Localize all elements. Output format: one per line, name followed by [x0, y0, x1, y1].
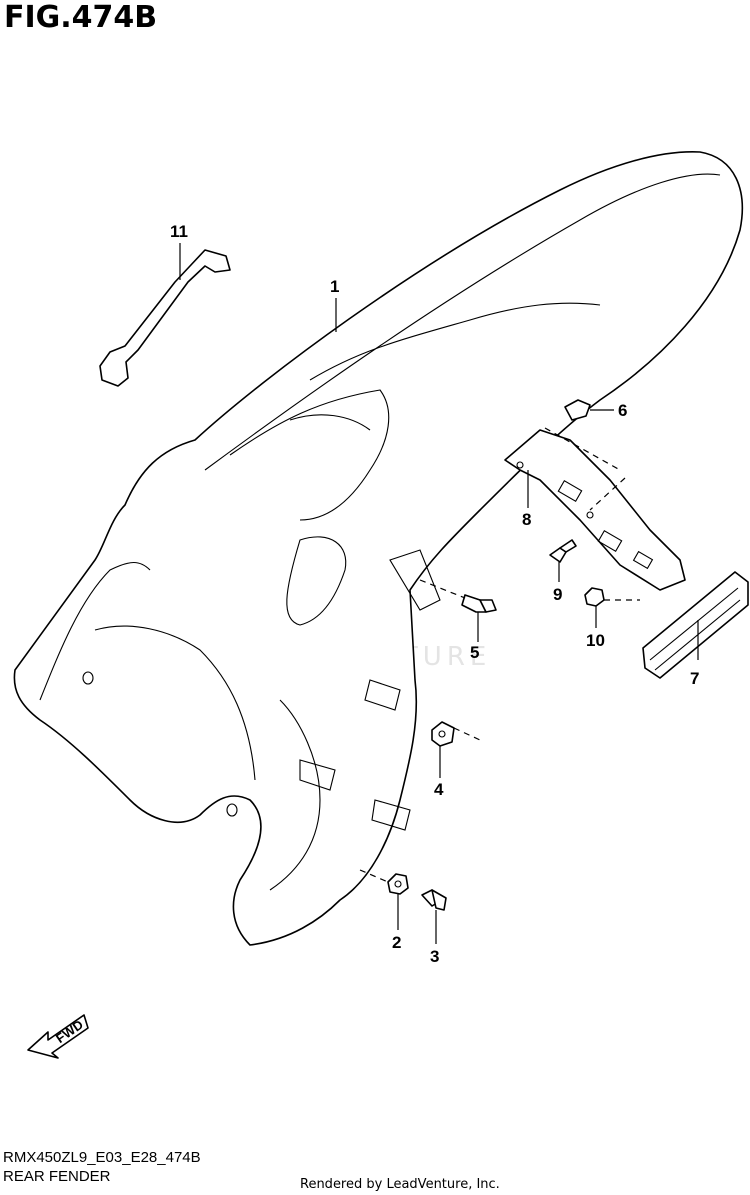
callout-5: 5	[470, 643, 479, 662]
callout-1: 1	[330, 277, 339, 296]
callout-11: 11	[170, 222, 188, 241]
clip-nut-part[interactable]	[564, 399, 591, 421]
callout-3: 3	[430, 947, 439, 966]
bolt-9-part[interactable]	[549, 539, 577, 563]
callout-6: 6	[618, 401, 627, 420]
fwd-arrow-icon: FWD	[27, 1014, 89, 1059]
render-credit: Rendered by LeadVenture, Inc.	[300, 1177, 500, 1192]
reflector-bracket-part[interactable]	[504, 429, 686, 591]
callout-7: 7	[690, 669, 699, 688]
rear-fender-part[interactable]	[13, 151, 744, 946]
bolt-3-part[interactable]	[421, 889, 447, 911]
diagram-code: RMX450ZL9_E03_E28_474B	[3, 1149, 201, 1166]
callout-8: 8	[522, 510, 531, 529]
nut-2-part[interactable]	[387, 873, 409, 895]
bolt-5-part[interactable]	[461, 594, 497, 613]
nut-10-part[interactable]	[584, 587, 605, 607]
clip-4-part[interactable]	[431, 721, 455, 747]
section-name: REAR FENDER	[3, 1168, 111, 1185]
callout-9: 9	[553, 585, 562, 604]
callout-10: 10	[586, 631, 605, 650]
figure-title: FIG.474B	[4, 0, 158, 35]
callout-2: 2	[392, 933, 401, 952]
callout-4: 4	[434, 780, 444, 799]
spanner-tool-part[interactable]	[99, 249, 231, 387]
